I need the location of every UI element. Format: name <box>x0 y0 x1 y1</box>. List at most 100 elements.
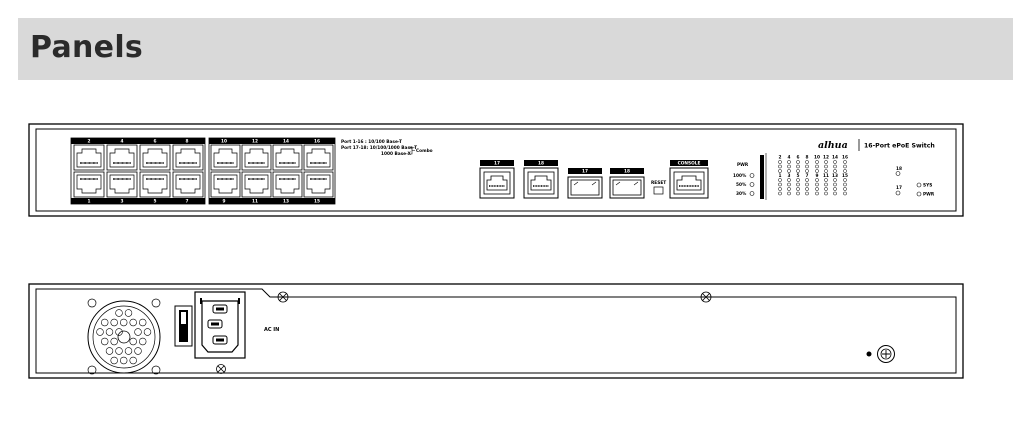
led-indicator <box>796 160 800 164</box>
page-title: Panels <box>30 30 144 65</box>
port-desc-line1: Port 1-16 : 10/100 Base-T <box>341 139 402 145</box>
led-indicator <box>805 160 809 164</box>
port-number-10: 10 <box>221 139 227 145</box>
led-indicator <box>787 178 791 182</box>
port-number-2: 2 <box>88 139 91 145</box>
led-number-top: 12 <box>823 155 829 161</box>
svg-text:CONSOLE: CONSOLE <box>678 161 701 167</box>
led-indicator <box>833 178 837 182</box>
fan-grille <box>87 300 161 374</box>
led-indicator <box>843 187 847 191</box>
rj45-port-bottom <box>272 171 303 198</box>
port-number-4: 4 <box>121 139 124 145</box>
led-number-top: 8 <box>806 155 809 161</box>
rj45-port-block-left <box>70 137 206 205</box>
led-indicator <box>778 187 782 191</box>
led-indicator <box>815 169 819 173</box>
svg-text:17: 17 <box>582 169 588 175</box>
ac-in-label: AC IN <box>264 327 279 333</box>
rj45-port-top <box>303 144 334 171</box>
led-indicator <box>815 178 819 182</box>
port-number-11: 11 <box>252 199 258 205</box>
led-number-bottom: 11 <box>823 173 829 179</box>
led-indicator <box>815 160 819 164</box>
led-indicator <box>796 164 800 169</box>
led-indicator <box>843 182 847 187</box>
rj45-port-top <box>73 144 105 171</box>
led-number-bottom: 9 <box>816 173 819 179</box>
led-indicator <box>805 164 809 169</box>
rj45-port-bottom <box>106 171 138 198</box>
rj45-port-top <box>172 144 204 171</box>
led-number-bottom: 5 <box>797 173 800 179</box>
led-indicator <box>833 169 837 173</box>
rj45-port-top <box>106 144 138 171</box>
led-indicator <box>796 182 800 187</box>
sys-label: SYS <box>923 183 932 189</box>
led-number-top: 16 <box>842 155 848 161</box>
led-indicator <box>833 182 837 187</box>
led-indicator <box>778 169 782 173</box>
led-indicator <box>778 164 782 169</box>
led-number-top: 2 <box>779 155 782 161</box>
led-indicator <box>805 169 809 173</box>
port-number-6: 6 <box>154 139 157 145</box>
header-bar <box>18 18 1013 80</box>
port-number-3: 3 <box>121 199 124 205</box>
rj45-port-top <box>241 144 272 171</box>
port-number-5: 5 <box>154 199 157 205</box>
rj45-port-top <box>139 144 171 171</box>
sfp-port-17: 17 <box>567 168 603 199</box>
svg-text:17: 17 <box>494 161 500 167</box>
led-indicator <box>778 182 782 187</box>
port-number-12: 12 <box>252 139 258 145</box>
led-indicator <box>833 164 837 169</box>
led-number-top: 6 <box>797 155 800 161</box>
led-number-top: 10 <box>814 155 820 161</box>
led-indicator <box>787 160 791 164</box>
led-indicator <box>824 191 828 196</box>
led-indicator <box>778 191 782 196</box>
led-indicator <box>778 160 782 164</box>
led-label-18: 18 <box>896 166 902 172</box>
port-number-1: 1 <box>88 199 91 205</box>
port-number-16: 16 <box>314 139 320 145</box>
led-indicator <box>815 187 819 191</box>
led-indicator <box>824 178 828 182</box>
led-indicator <box>787 182 791 187</box>
product-name: 16-Port ePoE Switch <box>864 143 935 150</box>
led-indicator <box>815 182 819 187</box>
led-indicator <box>843 169 847 173</box>
led-indicator <box>833 160 837 164</box>
led-number-bottom: 13 <box>832 173 838 179</box>
led-indicator <box>778 178 782 182</box>
port-number-9: 9 <box>223 199 226 205</box>
led-indicator <box>796 187 800 191</box>
led-indicator <box>824 182 828 187</box>
sfp-port-18: 18 <box>609 168 645 199</box>
ground-screw-icon <box>877 345 895 363</box>
led-indicator <box>787 169 791 173</box>
port-number-13: 13 <box>283 199 289 205</box>
rj45-port-bottom <box>139 171 171 198</box>
led-indicator <box>787 191 791 196</box>
svg-text:18: 18 <box>538 161 544 167</box>
led-indicator <box>843 160 847 164</box>
led-indicator <box>815 164 819 169</box>
rj45-port-top <box>210 144 241 171</box>
poe-pwr-legend-label: PWR <box>737 162 749 168</box>
legend-30: 30% <box>736 191 747 197</box>
led-number-bottom: 7 <box>806 173 809 179</box>
port-number-15: 15 <box>314 199 320 205</box>
port-number-8: 8 <box>186 139 189 145</box>
console-port: CONSOLE <box>669 160 709 199</box>
led-indicator <box>796 169 800 173</box>
led-number-top: 14 <box>832 155 838 161</box>
led-indicator <box>805 191 809 196</box>
led-indicator <box>796 191 800 196</box>
rj45-port-block-right <box>208 137 336 205</box>
rj45-port-bottom <box>172 171 204 198</box>
fan-screw-icon <box>87 298 161 375</box>
